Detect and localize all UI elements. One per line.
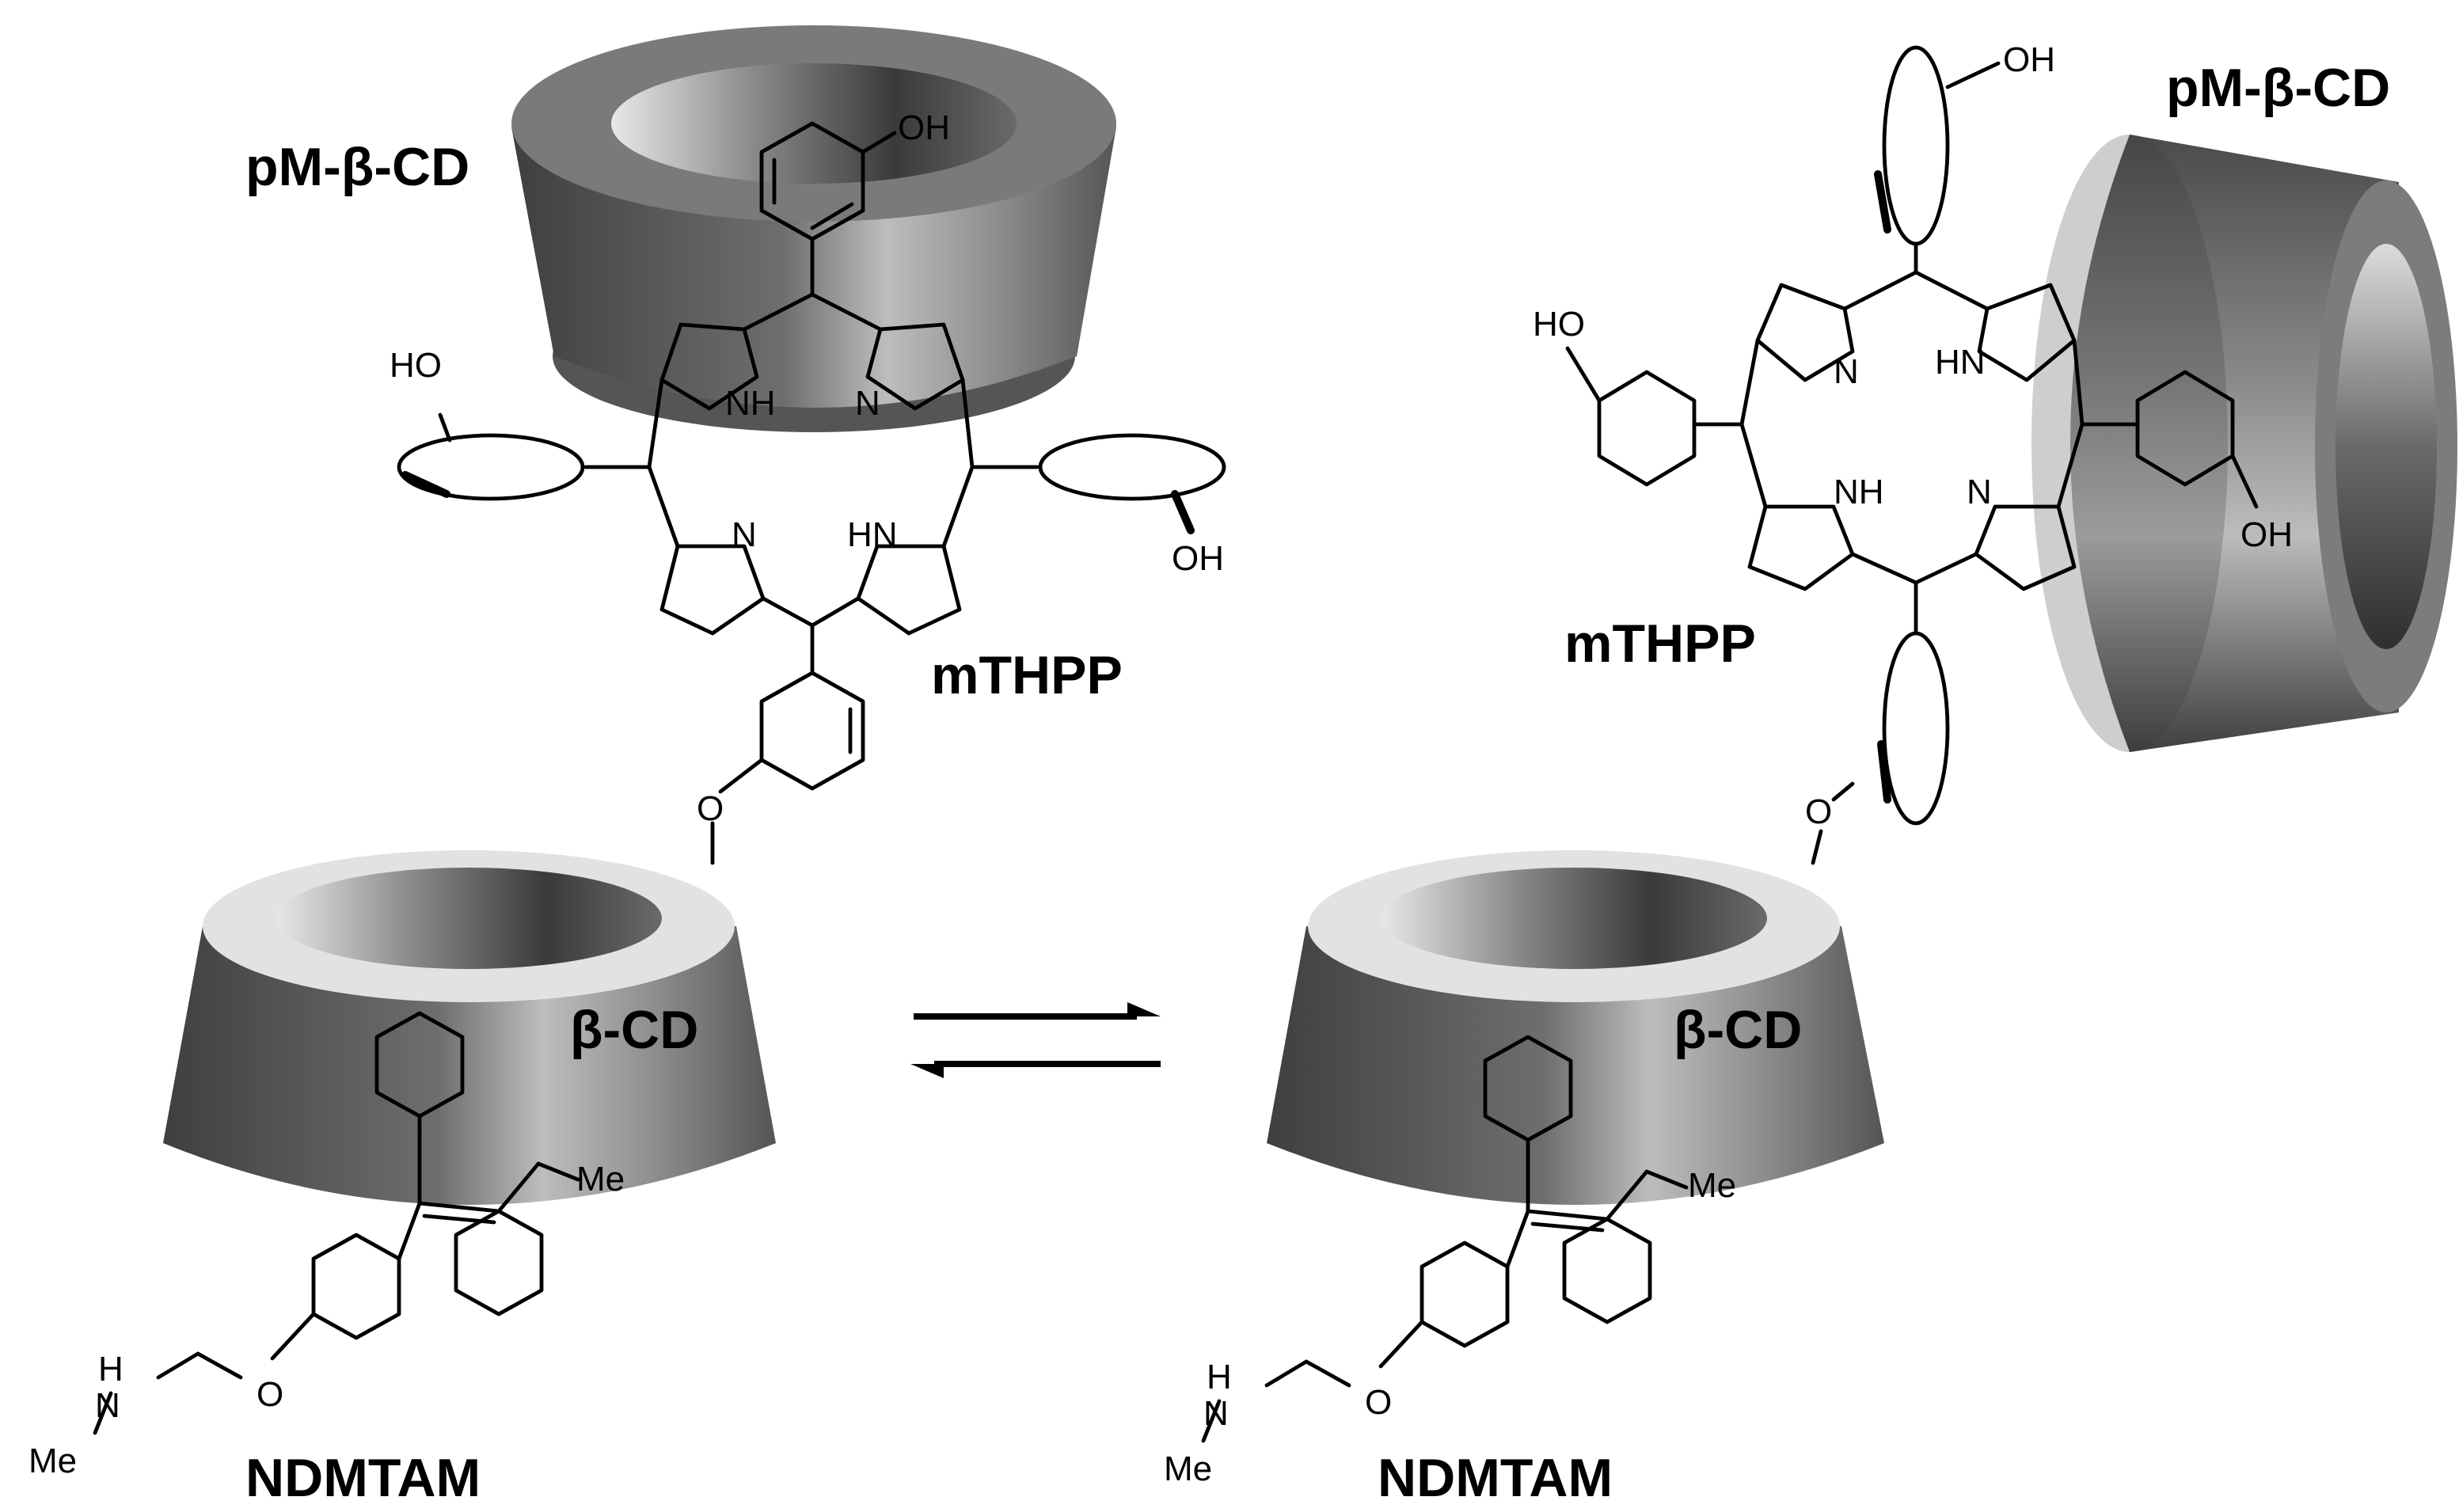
- left-mthpp-molecule: [397, 121, 1226, 865]
- right-amine-me: Me: [1164, 1449, 1212, 1488]
- right-me-ethyl: Me: [1688, 1166, 1736, 1205]
- right-amine-n: N: [1203, 1394, 1229, 1433]
- right-pyrrole-nh: NH: [1834, 473, 1884, 511]
- left-mthpp-label: mTHPP: [931, 645, 1123, 705]
- left-ndmtam-label: NDMTAM: [245, 1448, 481, 1508]
- right-mthpp-molecule: [1565, 45, 2259, 865]
- right-beta-cd-label: β-CD: [1674, 1000, 1802, 1060]
- right-ndmtam-molecule: [1201, 1035, 1689, 1443]
- left-ether-o-ndmtam: O: [257, 1375, 283, 1414]
- left-amine-n: N: [95, 1386, 120, 1425]
- right-ether-o-ndmtam: O: [1365, 1383, 1392, 1422]
- right-side-oh: OH: [2240, 515, 2293, 554]
- left-ether-o: O: [697, 789, 724, 828]
- left-beta-cd-cone: [163, 850, 776, 1205]
- left-top-oh: OH: [898, 108, 950, 147]
- left-side-ho: HO: [390, 346, 442, 385]
- left-me-ethyl: Me: [576, 1160, 625, 1199]
- right-amine-h: H: [1207, 1358, 1232, 1396]
- left-pyrrole-n-top: N: [855, 384, 880, 423]
- left-side-oh: OH: [1172, 539, 1224, 578]
- left-pyrrole-nh: NH: [725, 384, 776, 423]
- right-top-oh: OH: [2003, 40, 2055, 79]
- right-scheme: pM-β-CD mTHPP β-CD NDMTAM OH HO OH N HN …: [1164, 40, 2457, 1508]
- right-pm-beta-cd-label: pM-β-CD: [2166, 58, 2390, 118]
- left-pm-beta-cd-label: pM-β-CD: [245, 137, 469, 197]
- right-pyrrole-hn: HN: [1935, 343, 1986, 382]
- left-amine-me: Me: [29, 1442, 77, 1480]
- equilibrium-arrows: [910, 1002, 1161, 1078]
- right-pm-beta-cd-cylinder: [2031, 135, 2457, 752]
- right-pyrrole-n-bottom: N: [1967, 473, 1992, 511]
- right-ether-o: O: [1805, 792, 1832, 831]
- right-beta-cd-cone: [1267, 850, 1884, 1205]
- right-ndmtam-label: NDMTAM: [1378, 1448, 1613, 1508]
- left-ndmtam-molecule: [93, 1011, 580, 1435]
- left-pyrrole-n-bottom: N: [732, 515, 757, 554]
- left-amine-h: H: [98, 1350, 124, 1389]
- left-scheme: pM-β-CD mTHPP β-CD NDMTAM OH HO OH NH N …: [29, 25, 1226, 1508]
- right-pyrrole-n-top: N: [1834, 352, 1859, 391]
- left-beta-cd-label: β-CD: [570, 1000, 698, 1060]
- right-side-ho: HO: [1533, 305, 1585, 344]
- left-pyrrole-hn: HN: [847, 515, 898, 554]
- right-mthpp-label: mTHPP: [1564, 614, 1756, 674]
